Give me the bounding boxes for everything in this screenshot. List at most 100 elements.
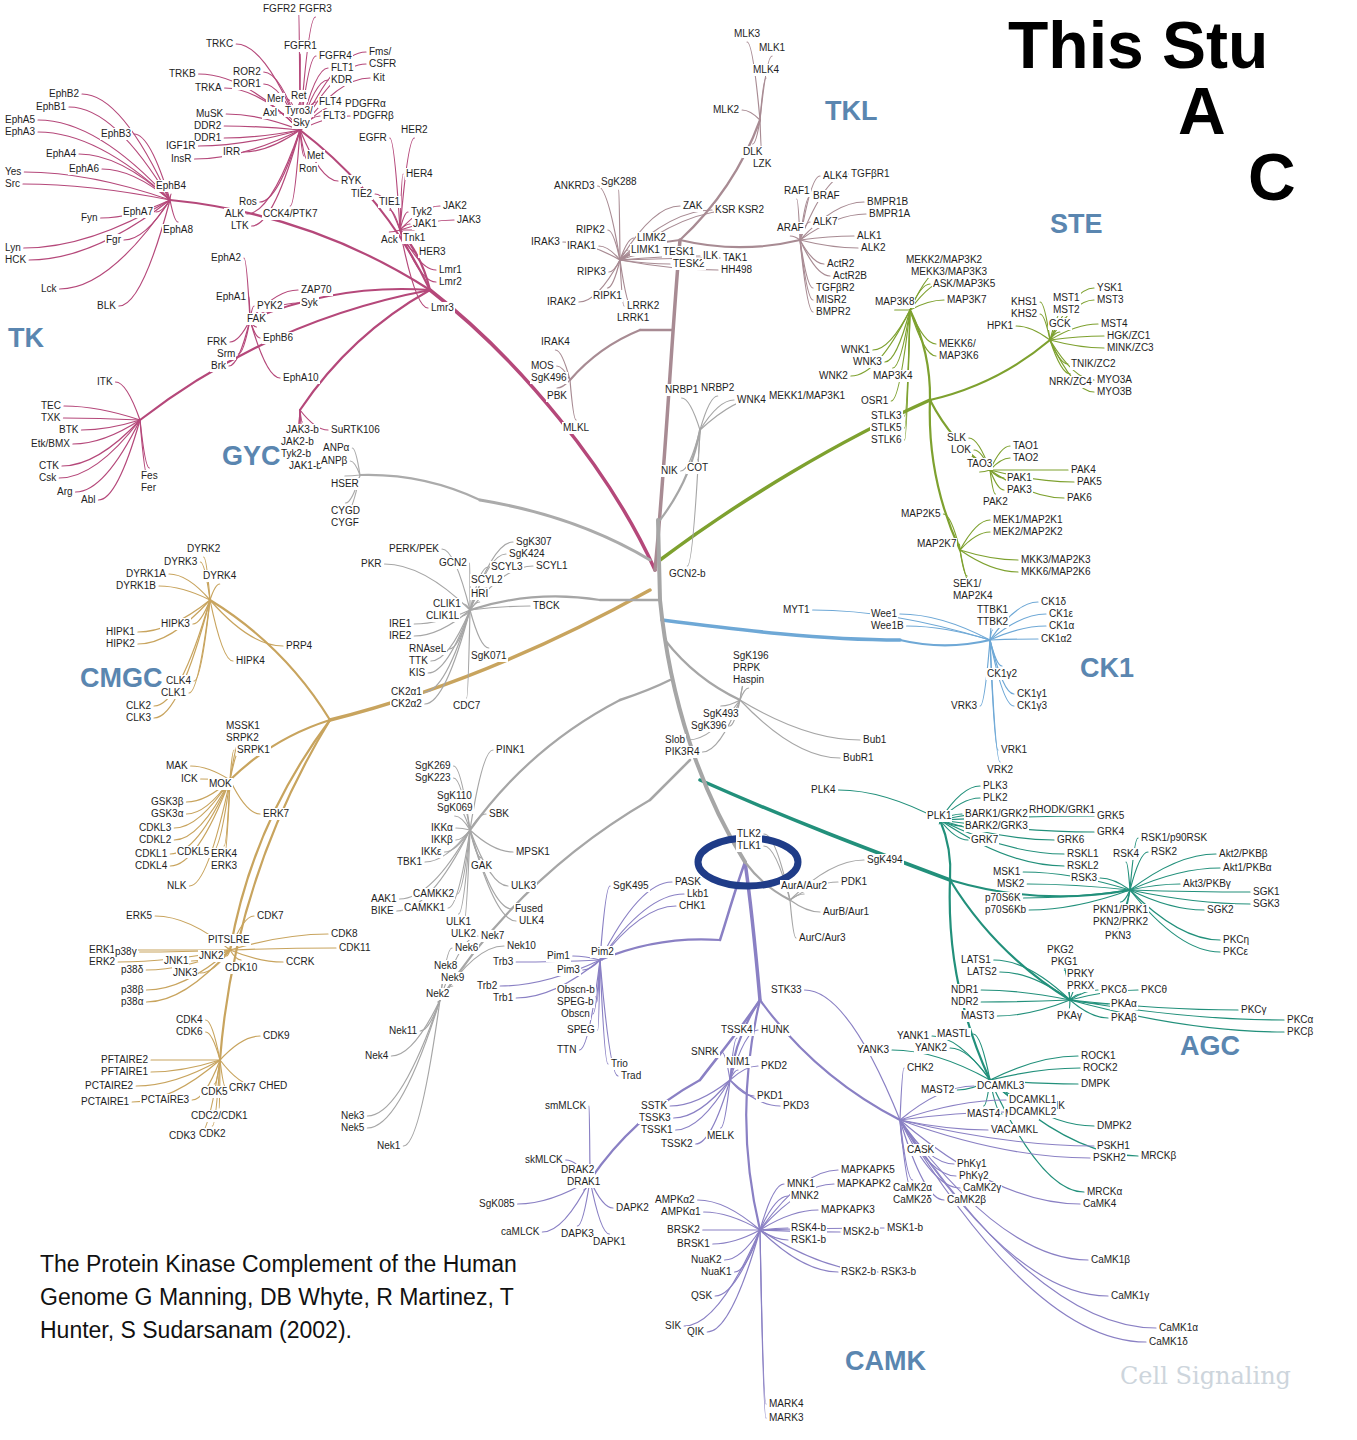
kinase-name: RIPK3 — [576, 266, 607, 278]
kinase-name: PKAβ — [1110, 1012, 1138, 1024]
leaf-line — [151, 1059, 220, 1060]
kinase-name: MLK3 — [733, 28, 761, 40]
kinase-name: MARK3 — [768, 1412, 804, 1424]
leaf-line — [960, 550, 1018, 572]
kinase-name: MSK1-b — [886, 1222, 924, 1234]
kinase-name: CHK1 — [678, 900, 707, 912]
kinase-name: MEKK3/MAP3K3 — [910, 266, 988, 278]
leaf-line — [800, 240, 813, 312]
kinase-name: Ret — [290, 90, 308, 102]
kinase-name: HIPK2 — [105, 638, 136, 650]
kinase-name: DRAK1 — [566, 1176, 601, 1188]
kinase-name: CaMK1α — [1158, 1322, 1199, 1334]
kinase-name: GSK3α — [150, 808, 184, 820]
kinase-name: BMPR2 — [815, 306, 851, 318]
kinase-name: KDR — [330, 74, 353, 86]
kinase-name: Fes — [140, 470, 159, 482]
kinase-name: YANK1 — [896, 1030, 930, 1042]
branch-line — [590, 1080, 700, 1180]
kinase-name: BRSK1 — [676, 1238, 711, 1250]
leaf-line — [900, 1120, 1156, 1328]
leaf-line — [1070, 1000, 1284, 1032]
kinase-name: PCTAIRE3 — [140, 1094, 190, 1106]
kinase-name: MAP3K6 — [938, 350, 979, 362]
kinase-name: RSK2-b — [840, 1266, 877, 1278]
kinase-name: ERK5 — [125, 910, 153, 922]
leaf-line — [900, 1068, 904, 1120]
leaf-line — [895, 309, 910, 310]
kinase-name: JAK3-b — [285, 424, 320, 436]
kinase-name: p70S6Kb — [984, 904, 1027, 916]
leaf-line — [29, 200, 170, 260]
leaf-line — [735, 1230, 760, 1272]
kinase-name: MRCKα — [1086, 1186, 1123, 1198]
kinase-name: ULK1 — [445, 916, 472, 928]
kinase-name: PLK3 — [982, 780, 1008, 792]
kinase-name: PKN1/PRK1 — [1092, 904, 1149, 916]
kinase-name: Trad — [620, 1070, 642, 1082]
leaf-line — [851, 310, 910, 376]
other-branch — [650, 760, 690, 800]
leaf-line — [1050, 288, 1094, 340]
kinase-name: MEK1/MAP2K1 — [992, 514, 1063, 526]
kinase-name: DAPK2 — [615, 1202, 650, 1214]
kinase-name: CHED — [258, 1080, 288, 1092]
kinase-name: PITSLRE — [207, 934, 251, 946]
kinase-name: Fused — [514, 903, 544, 915]
kinase-name: p38α — [120, 996, 144, 1008]
kinase-name: CDK5 — [200, 1086, 229, 1098]
leaf-line — [713, 1230, 760, 1244]
kinase-name: CTK — [38, 460, 60, 472]
branch-line — [760, 1000, 900, 1120]
kinase-name: AurC/Aur3 — [798, 932, 847, 944]
kinase-name: TRKC — [205, 38, 234, 50]
kinase-name: MLK1 — [758, 42, 786, 54]
kinase-name: JNK2 — [198, 950, 224, 962]
kinase-name: Akt2/PKBβ — [1218, 848, 1269, 860]
leaf-line — [206, 1020, 220, 1060]
kinase-name: PhKγ2 — [958, 1170, 989, 1182]
leaf-line — [704, 1212, 760, 1230]
kinase-name: SGK1 — [1252, 886, 1281, 898]
leaf-line — [1130, 890, 1250, 904]
kinase-name: IRE1 — [388, 618, 412, 630]
group-name: GYC — [222, 440, 281, 472]
kinase-name: ALK4 — [822, 170, 848, 182]
leaf-line — [469, 563, 470, 610]
leaf-line — [1069, 1000, 1071, 1008]
kinase-name: SRPK1 — [236, 744, 271, 756]
kinase-name: STLK6 — [870, 434, 903, 446]
kinase-name: CaMK1β — [1090, 1254, 1131, 1266]
kinase-name: STLK5 — [870, 422, 903, 434]
kinase-name: DDR2 — [193, 120, 222, 132]
kinase-name: CK1δ — [1040, 596, 1067, 608]
kinase-name: FRK — [206, 336, 228, 348]
kinase-name: GRK4 — [1096, 826, 1125, 838]
leaf-line — [119, 200, 170, 306]
kinase-name: HER4 — [405, 168, 434, 180]
kinase-name: EphA6 — [68, 163, 100, 175]
kinase-name: p38δ — [120, 964, 144, 976]
kinase-name: Met — [306, 150, 325, 162]
kinase-name: LRRK1 — [616, 312, 650, 324]
kinase-name: SCYL2 — [470, 574, 504, 586]
leaf-line — [682, 398, 700, 430]
kinase-name: IRAK1 — [566, 240, 597, 252]
kinase-name: ROR1 — [232, 78, 262, 90]
kinase-name: HCK — [4, 254, 27, 266]
leaf-line — [900, 1120, 960, 1188]
kinase-name: DYRK4 — [202, 570, 237, 582]
kinase-name: Fgr — [105, 234, 122, 246]
kinase-name: Fer — [140, 482, 157, 494]
kinase-name: MYO3B — [1096, 386, 1133, 398]
kinase-name: CRK7 — [228, 1082, 257, 1094]
kinase-name: CDKL2 — [138, 834, 172, 846]
kinase-name: SgK493 — [702, 708, 740, 720]
kinase-name: NIK — [660, 465, 679, 477]
kinase-name: AMPKα1 — [660, 1206, 702, 1218]
kinase-name: EphB4 — [155, 180, 187, 192]
leaf-line — [790, 900, 820, 912]
kinase-name: Nek5 — [340, 1122, 365, 1134]
kinase-name: RIPK2 — [575, 224, 606, 236]
group-name: CK1 — [1080, 652, 1134, 684]
